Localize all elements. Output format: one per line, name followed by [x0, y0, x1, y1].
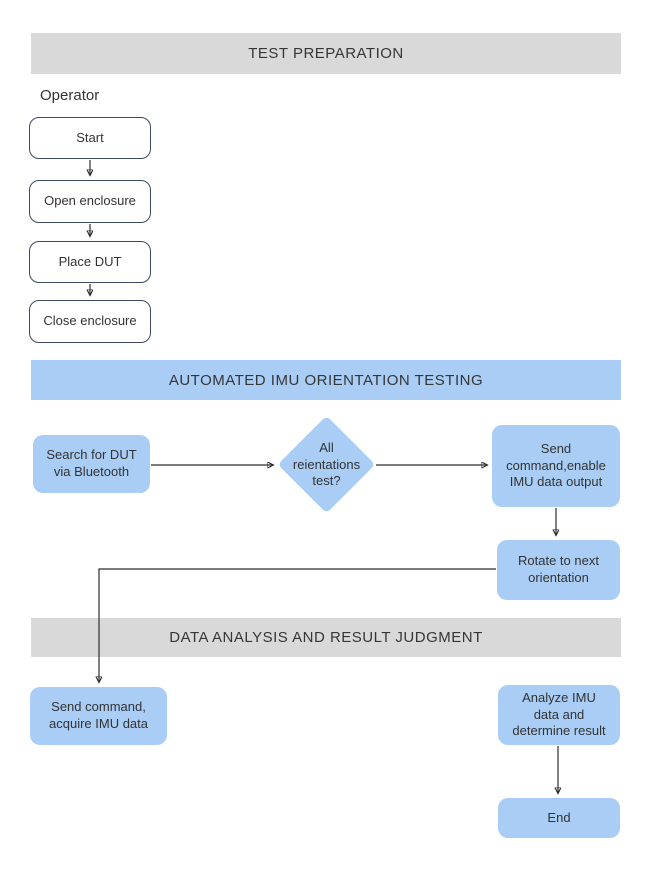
section-title-data-analysis-result-judgment: DATA ANALYSIS AND RESULT JUDGMENT	[169, 629, 483, 646]
flow-node-end: End	[498, 798, 620, 838]
flow-node-place-dut: Place DUT	[29, 241, 151, 283]
section-title-automated-imu-orientation-testing: AUTOMATED IMU ORIENTATION TESTING	[168, 371, 484, 389]
flow-node-rotate-to-next-orientation: Rotate to next orientation	[497, 540, 620, 600]
decision-all-orientations-tested-label: All reientations test?	[292, 439, 361, 489]
flow-node-open-enclosure: Open enclosure	[29, 180, 151, 223]
flow-node-start: Start	[29, 117, 151, 159]
section-banner-automated-imu-orientation-testing: AUTOMATED IMU ORIENTATION TESTING	[31, 360, 621, 400]
section-title-test-preparation: TEST PREPARATION	[248, 45, 404, 62]
flow-node-send-command-enable-imu-output: Send command,enable IMU data output	[492, 425, 620, 507]
flow-node-close-enclosure: Close enclosure	[29, 300, 151, 343]
flow-node-analyze-imu-data-determine-result: Analyze IMU data and determine result	[498, 685, 620, 745]
section-banner-data-analysis-result-judgment: DATA ANALYSIS AND RESULT JUDGMENT	[31, 618, 621, 657]
section-banner-test-preparation: TEST PREPARATION	[31, 33, 621, 74]
flow-node-search-dut-via-bluetooth: Search for DUT via Bluetooth	[33, 435, 150, 493]
flow-node-send-command-acquire-imu-data: Send command, acquire IMU data	[30, 687, 167, 745]
lane-label-operator: Operator	[40, 87, 100, 104]
